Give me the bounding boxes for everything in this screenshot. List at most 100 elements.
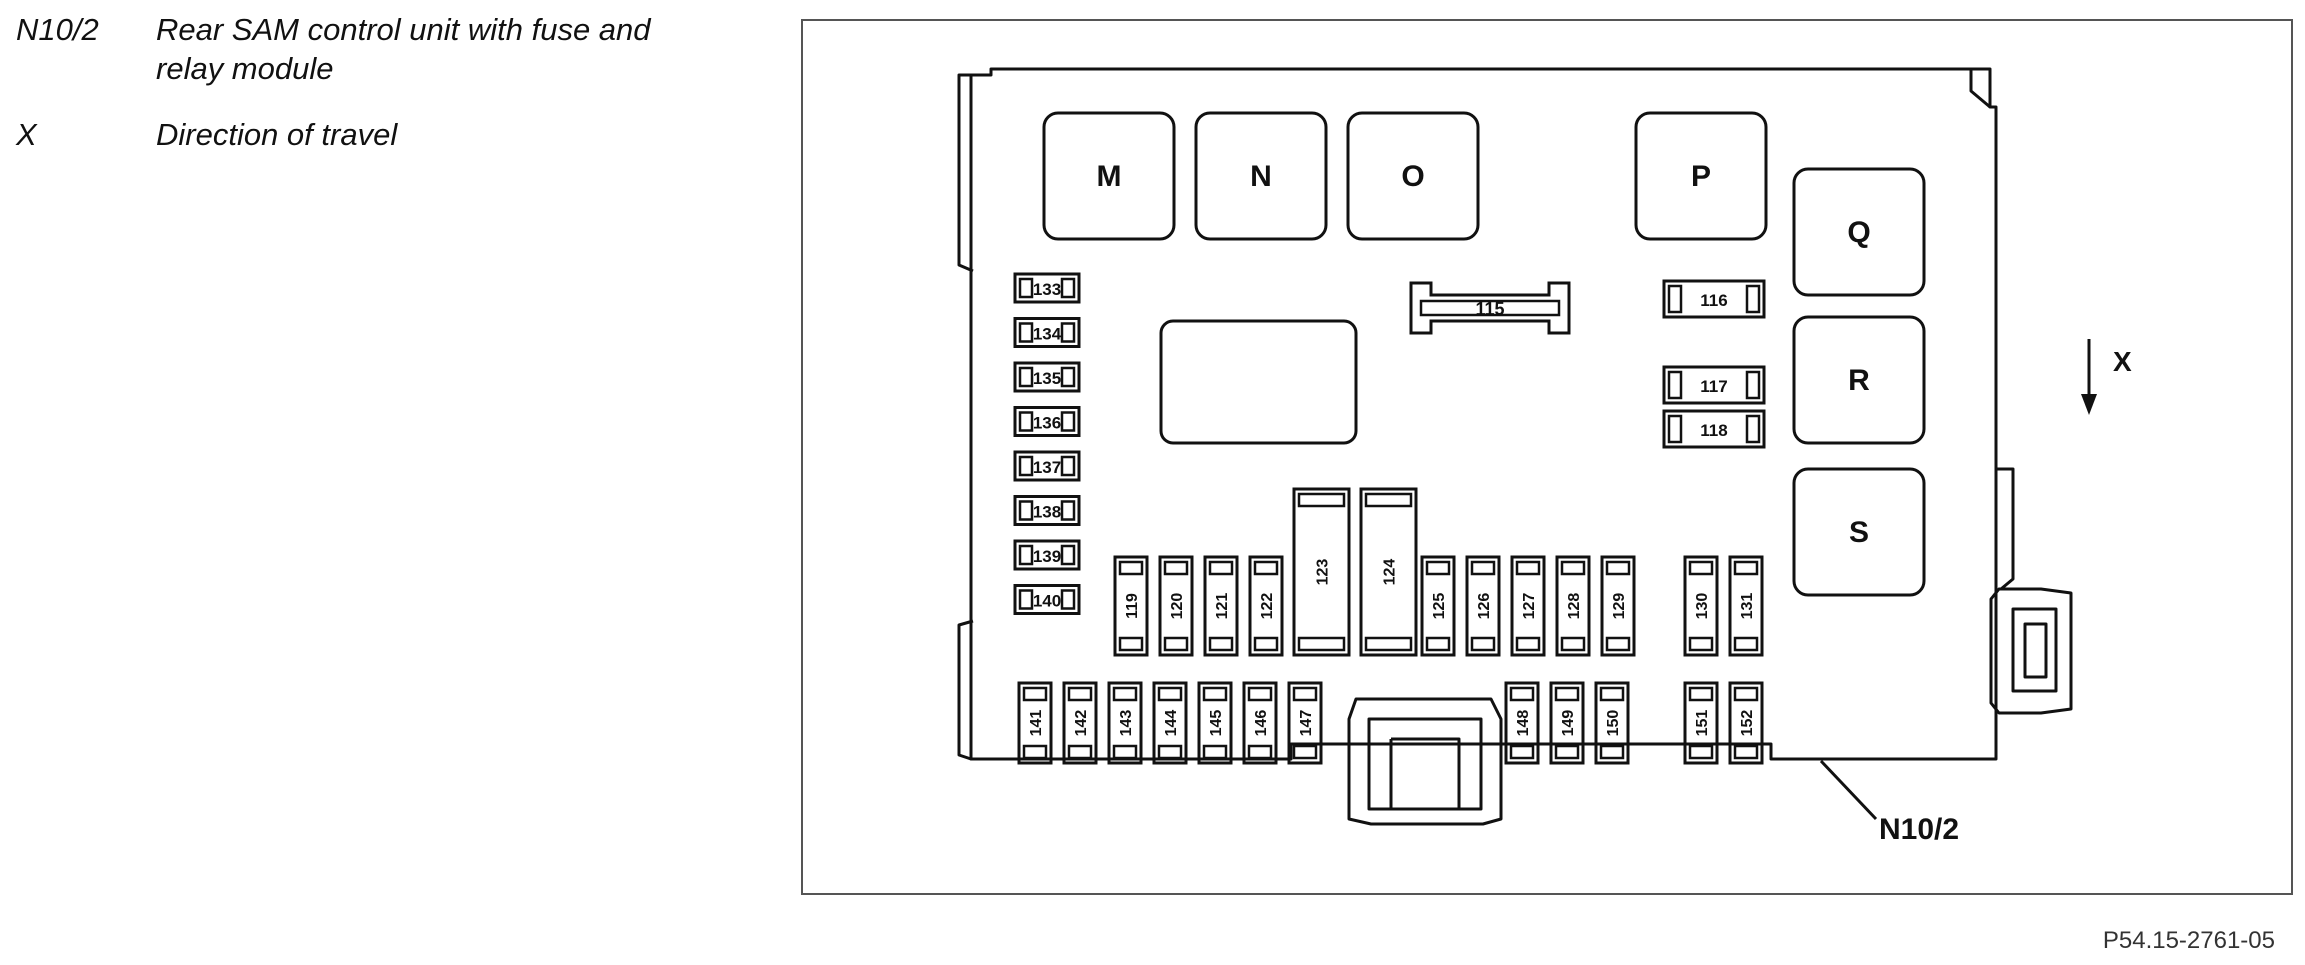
relay-q: Q — [1792, 167, 1926, 297]
relay-label: R — [1848, 364, 1870, 397]
fuse-136: 136 — [1013, 406, 1081, 437]
fuse-119: 119 — [1113, 555, 1149, 657]
fuse-138: 138 — [1013, 495, 1081, 526]
fuse-133: 133 — [1013, 272, 1081, 304]
fuse-box-diagram: X N10/2 M N O P Q R S 133 134 135 136 137 138 139 140… — [957, 67, 2132, 846]
fuse-121: 121 — [1203, 555, 1239, 657]
fuse-142: 142 — [1062, 681, 1098, 765]
fuse-117: 117 — [1662, 365, 1766, 405]
fuse-label: 145 — [1208, 710, 1225, 737]
relay-p: P — [1634, 111, 1768, 241]
fuse-120: 120 — [1158, 555, 1194, 657]
fuse-label: 150 — [1605, 710, 1622, 737]
legend-item-x: X Direction of travel — [16, 115, 716, 154]
fuse-label: 117 — [1700, 377, 1727, 396]
callout-label: N10/2 — [1879, 813, 1959, 846]
fuse-label: 152 — [1739, 710, 1756, 737]
fuse-127: 127 — [1510, 555, 1546, 657]
fuse-label: 124 — [1382, 559, 1399, 586]
relay-label: P — [1691, 160, 1711, 193]
fuse-label: 126 — [1476, 593, 1493, 620]
fuse-126: 126 — [1465, 555, 1501, 657]
fuse-label: 116 — [1700, 291, 1727, 310]
fuse-label: 121 — [1214, 593, 1231, 620]
fuse-label: 135 — [1033, 369, 1061, 388]
callout-leader — [1819, 759, 1878, 821]
fuse-label: 134 — [1033, 325, 1062, 344]
fuse-label: 118 — [1700, 421, 1727, 440]
fuse-146: 146 — [1242, 681, 1278, 765]
fuse-152: 152 — [1728, 681, 1764, 765]
fuse-122: 122 — [1248, 555, 1284, 657]
fuse-116: 116 — [1662, 279, 1766, 319]
fuse-label: 119 — [1124, 593, 1141, 619]
fuse-label: 133 — [1033, 280, 1061, 299]
relay-layer: M N O P Q R S — [1042, 111, 1926, 597]
relay-label: Q — [1847, 216, 1870, 249]
fuse-label: 137 — [1033, 458, 1061, 477]
diagram-frame — [801, 19, 2293, 895]
fuse-label: 131 — [1739, 593, 1756, 620]
fuse-label: 123 — [1315, 559, 1332, 586]
relay-label: M — [1097, 160, 1122, 193]
fuse-label: 141 — [1028, 710, 1045, 737]
fuse-143: 143 — [1107, 681, 1143, 765]
fuse-129: 129 — [1600, 555, 1636, 657]
fuse-label: 129 — [1611, 593, 1628, 620]
legend-item-n10-2: N10/2 Rear SAM control unit with fuse an… — [16, 10, 716, 88]
fuse-131: 131 — [1728, 555, 1764, 657]
fuse-148: 148 — [1504, 681, 1540, 765]
figure-code: P54.15-2761-05 — [2102, 927, 2275, 954]
fuse-144: 144 — [1152, 681, 1188, 765]
housing-left-tab-bottom — [957, 619, 974, 761]
fuse-label: 146 — [1253, 710, 1270, 737]
fuse-134: 134 — [1013, 317, 1081, 348]
fuse-135: 135 — [1013, 361, 1081, 393]
fuse-label: 149 — [1560, 710, 1577, 737]
fuse-label: 115 — [1475, 299, 1504, 319]
fuse-124: 124 — [1359, 487, 1418, 657]
legend: N10/2 Rear SAM control unit with fuse an… — [16, 10, 716, 181]
fuse-layer: 133 134 135 136 137 138 139 140 115 116 117 118 119 1… — [1013, 272, 1766, 765]
fuse-label: 127 — [1521, 593, 1538, 620]
fuse-label: 144 — [1163, 710, 1180, 737]
relay-label: S — [1849, 516, 1869, 549]
legend-description: Rear SAM control unit with fuse and rela… — [156, 12, 651, 86]
housing-left-tab-top — [957, 73, 974, 273]
legend-code: X — [16, 117, 37, 152]
legend-description: Direction of travel — [156, 117, 398, 152]
relay-label: N — [1250, 160, 1272, 193]
fuse-label: 130 — [1694, 593, 1711, 620]
direction-label: X — [2113, 346, 2132, 377]
right-connector — [1989, 587, 2073, 715]
fuse-128: 128 — [1555, 555, 1591, 657]
fuse-130: 130 — [1683, 555, 1719, 657]
direction-arrow-head — [2081, 394, 2097, 415]
fuse-label: 120 — [1169, 593, 1186, 620]
blank-module — [1159, 319, 1358, 445]
fuse-140: 140 — [1013, 584, 1081, 615]
relay-label: O — [1401, 160, 1424, 193]
fuse-label: 143 — [1118, 710, 1135, 737]
fuse-label: 148 — [1515, 710, 1532, 737]
fuse-label: 142 — [1073, 710, 1090, 737]
fuse-label: 136 — [1033, 414, 1061, 433]
fuse-label: 122 — [1259, 593, 1276, 620]
fuse-label: 139 — [1033, 547, 1061, 566]
relay-r: R — [1792, 315, 1926, 445]
fuse-150: 150 — [1594, 681, 1630, 765]
housing-notch — [1969, 69, 1991, 109]
fuse-label: 138 — [1033, 503, 1061, 522]
fuse-115: 115 — [1409, 281, 1571, 335]
fuse-149: 149 — [1549, 681, 1585, 765]
fuse-label: 140 — [1033, 592, 1061, 611]
fuse-label: 147 — [1298, 710, 1315, 737]
fuse-123: 123 — [1292, 487, 1351, 657]
relay-s: S — [1792, 467, 1926, 597]
fuse-137: 137 — [1013, 450, 1081, 482]
fuse-label: 151 — [1694, 710, 1711, 737]
relay-o: O — [1346, 111, 1480, 241]
fuse-label: 128 — [1566, 593, 1583, 620]
relay-n: N — [1194, 111, 1328, 241]
fuse-151: 151 — [1683, 681, 1719, 765]
